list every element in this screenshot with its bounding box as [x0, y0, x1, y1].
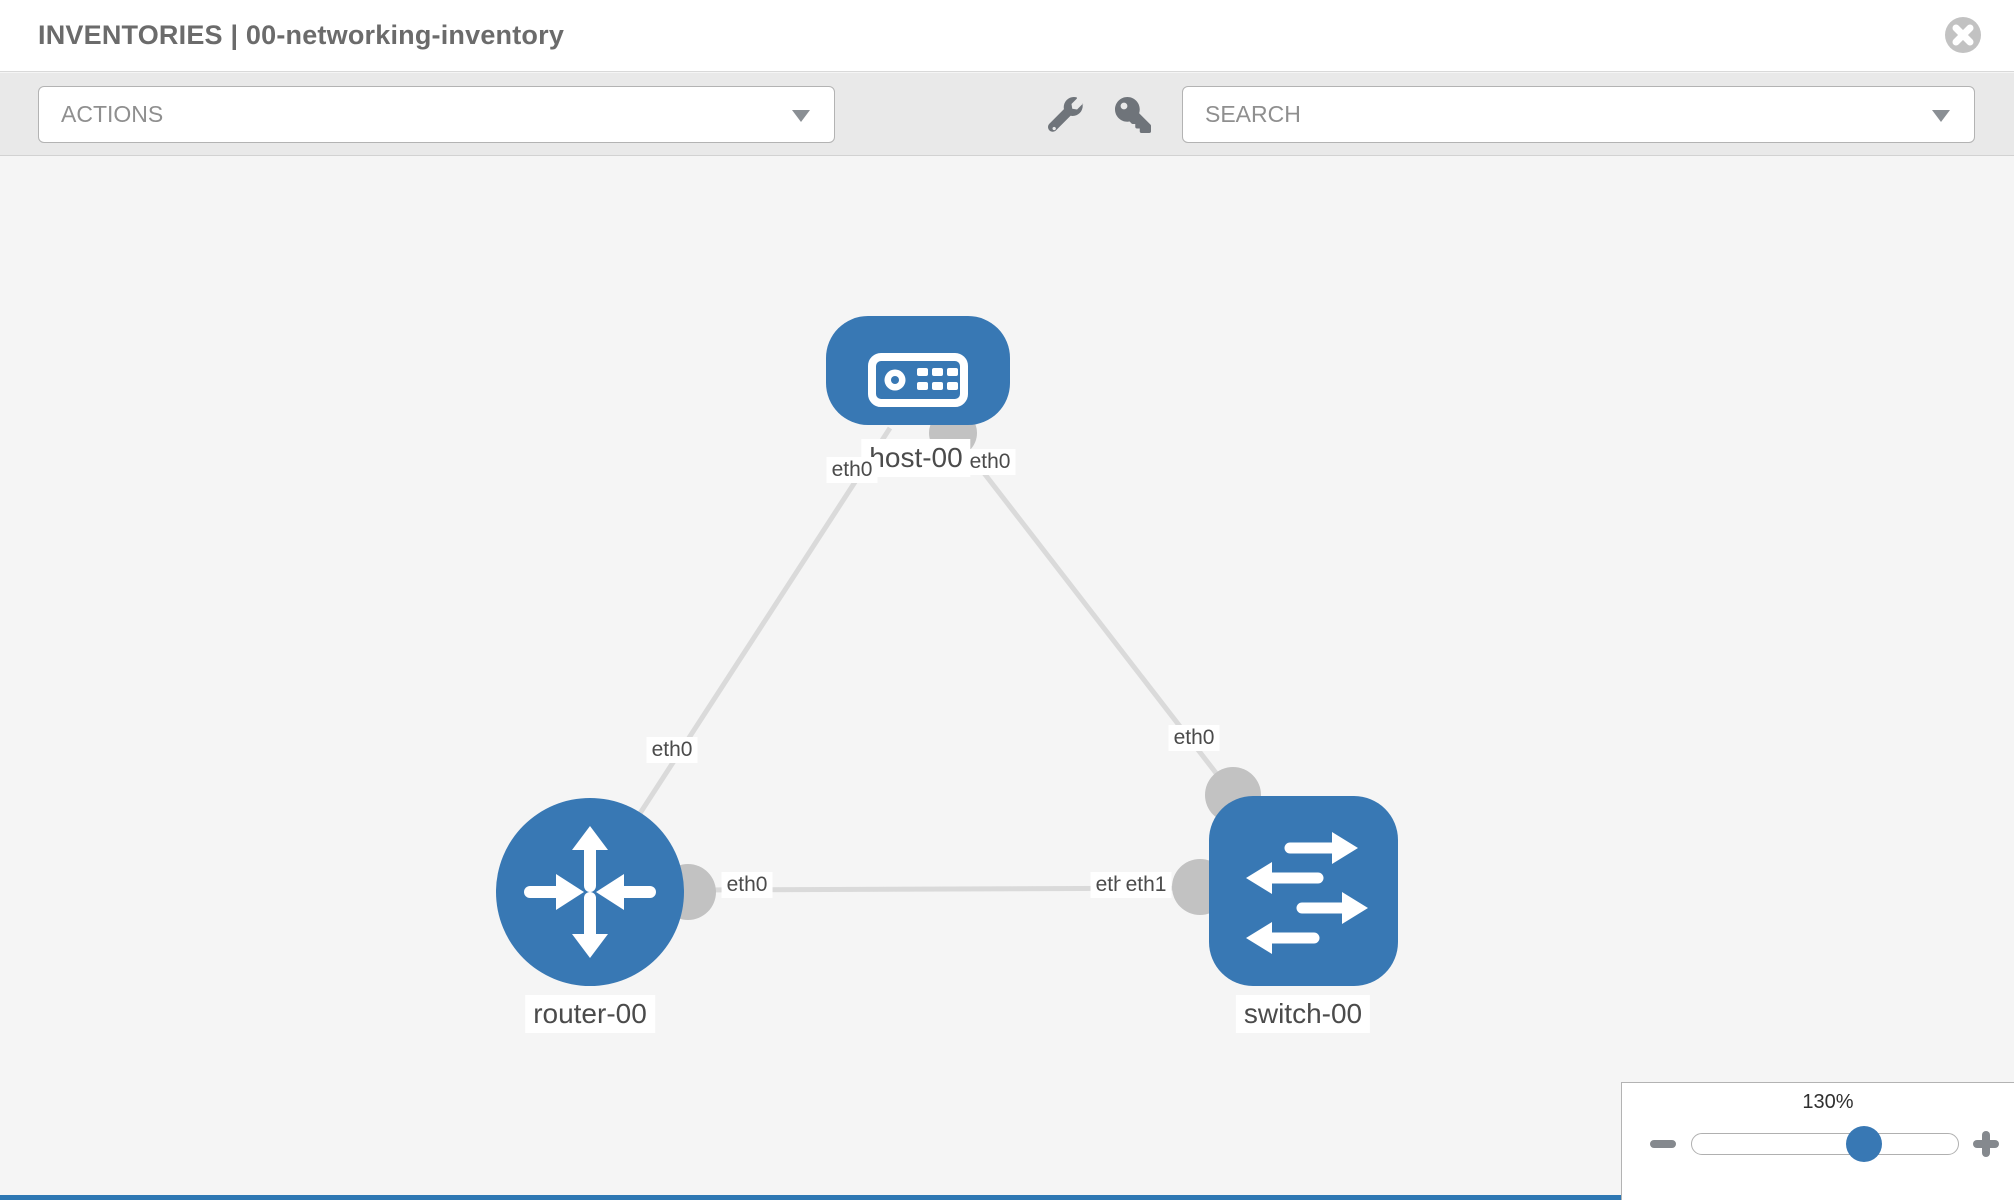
edges — [597, 426, 1235, 893]
search-dropdown-label: SEARCH — [1205, 101, 1301, 127]
port-label-router-top-eth0: eth0 — [646, 737, 698, 763]
router-icon — [524, 826, 656, 958]
zoom-out-button[interactable] — [1649, 1137, 1677, 1156]
search-dropdown[interactable]: SEARCH — [1182, 86, 1975, 143]
node-label-switch: switch-00 — [1235, 995, 1371, 1033]
plus-icon — [1973, 1131, 1999, 1157]
zoom-value: 130% — [1802, 1091, 1854, 1113]
minus-icon — [1650, 1140, 1676, 1148]
bottom-bar — [0, 1195, 1621, 1200]
node-switch[interactable] — [1209, 796, 1398, 986]
node-label-host: host-00 — [861, 439, 971, 477]
port-label-host-eth0-left: eth0 — [826, 457, 878, 483]
port-label-router-right-eth0: eth0 — [721, 872, 773, 898]
connectors — [660, 409, 1261, 920]
header: INVENTORIES | 00-networking-inventory — [0, 0, 2014, 72]
wrench-icon — [1048, 96, 1084, 132]
port-label-switch-left-eth1: eth1 — [1120, 872, 1172, 898]
actions-dropdown-label: ACTIONS — [61, 101, 164, 127]
actions-dropdown[interactable]: ACTIONS — [38, 86, 835, 143]
tools-button[interactable] — [1048, 96, 1084, 133]
port-label-switch-top-eth0: eth0 — [1168, 725, 1220, 751]
close-button[interactable] — [1944, 16, 1982, 54]
page-title: INVENTORIES | 00-networking-inventory — [38, 20, 565, 50]
key-icon — [1115, 97, 1151, 133]
node-host[interactable] — [826, 316, 1010, 425]
zoom-slider-track[interactable] — [1691, 1133, 1959, 1155]
switch-icon — [1246, 832, 1368, 954]
edge-host-router[interactable] — [597, 426, 893, 877]
zoom-in-button[interactable] — [1972, 1130, 2000, 1163]
chevron-down-icon — [792, 109, 810, 122]
node-label-router: router-00 — [525, 995, 655, 1033]
zoom-slider-thumb[interactable] — [1846, 1126, 1882, 1162]
chevron-down-icon — [1932, 109, 1950, 122]
zoom-panel: 130% — [1621, 1082, 2014, 1200]
node-router[interactable] — [496, 798, 684, 986]
host-icon — [868, 353, 968, 407]
credentials-button[interactable] — [1115, 97, 1151, 133]
toolbar: ACTIONS SEARCH — [0, 73, 2014, 156]
close-icon — [1945, 17, 1981, 53]
port-label-host-eth0-right: eth0 — [964, 449, 1016, 475]
